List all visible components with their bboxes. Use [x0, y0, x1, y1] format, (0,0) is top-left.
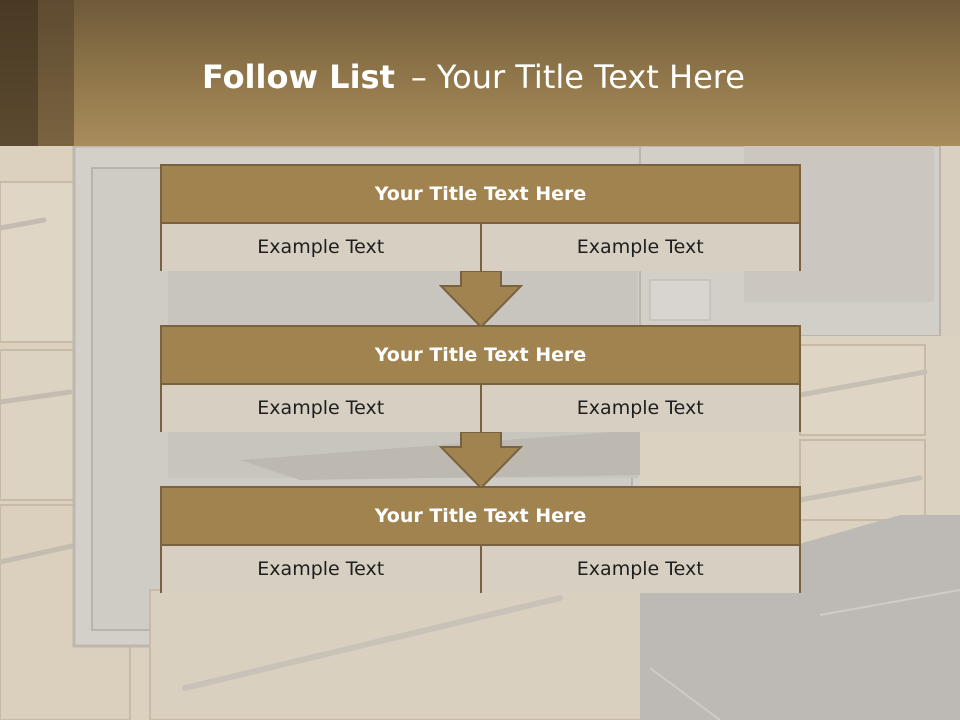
- header-accent-mid: [38, 0, 74, 146]
- down-arrow-icon: [439, 432, 523, 490]
- flow-step-1: Your Title Text Here Example Text Exampl…: [160, 164, 801, 271]
- flow-step-title: Your Title Text Here: [162, 166, 799, 224]
- slide-title-separator: –: [410, 58, 427, 96]
- flow-step-row: Example Text Example Text: [162, 546, 799, 593]
- flow-step-title: Your Title Text Here: [162, 327, 799, 385]
- header-accent-dark: [0, 0, 38, 146]
- flow-step-row: Example Text Example Text: [162, 224, 799, 271]
- flow-step-title: Your Title Text Here: [162, 488, 799, 546]
- slide-title-bold: Follow List: [202, 58, 395, 96]
- flow-step-cell-right: Example Text: [481, 385, 799, 432]
- flow-step-cell-left: Example Text: [162, 224, 482, 271]
- flow-step-row: Example Text Example Text: [162, 385, 799, 432]
- flow-step-2: Your Title Text Here Example Text Exampl…: [160, 325, 801, 432]
- slide-title: Follow List–Your Title Text Here: [202, 55, 745, 99]
- header-band: Follow List–Your Title Text Here: [0, 0, 960, 146]
- flow-step-cell-left: Example Text: [162, 385, 482, 432]
- flow-step-cell-right: Example Text: [481, 546, 799, 593]
- flow-step-cell-left: Example Text: [162, 546, 482, 593]
- flow-step-3: Your Title Text Here Example Text Exampl…: [160, 486, 801, 593]
- down-arrow-icon: [439, 271, 523, 329]
- slide-title-rest: Your Title Text Here: [436, 58, 745, 96]
- flow-step-cell-right: Example Text: [481, 224, 799, 271]
